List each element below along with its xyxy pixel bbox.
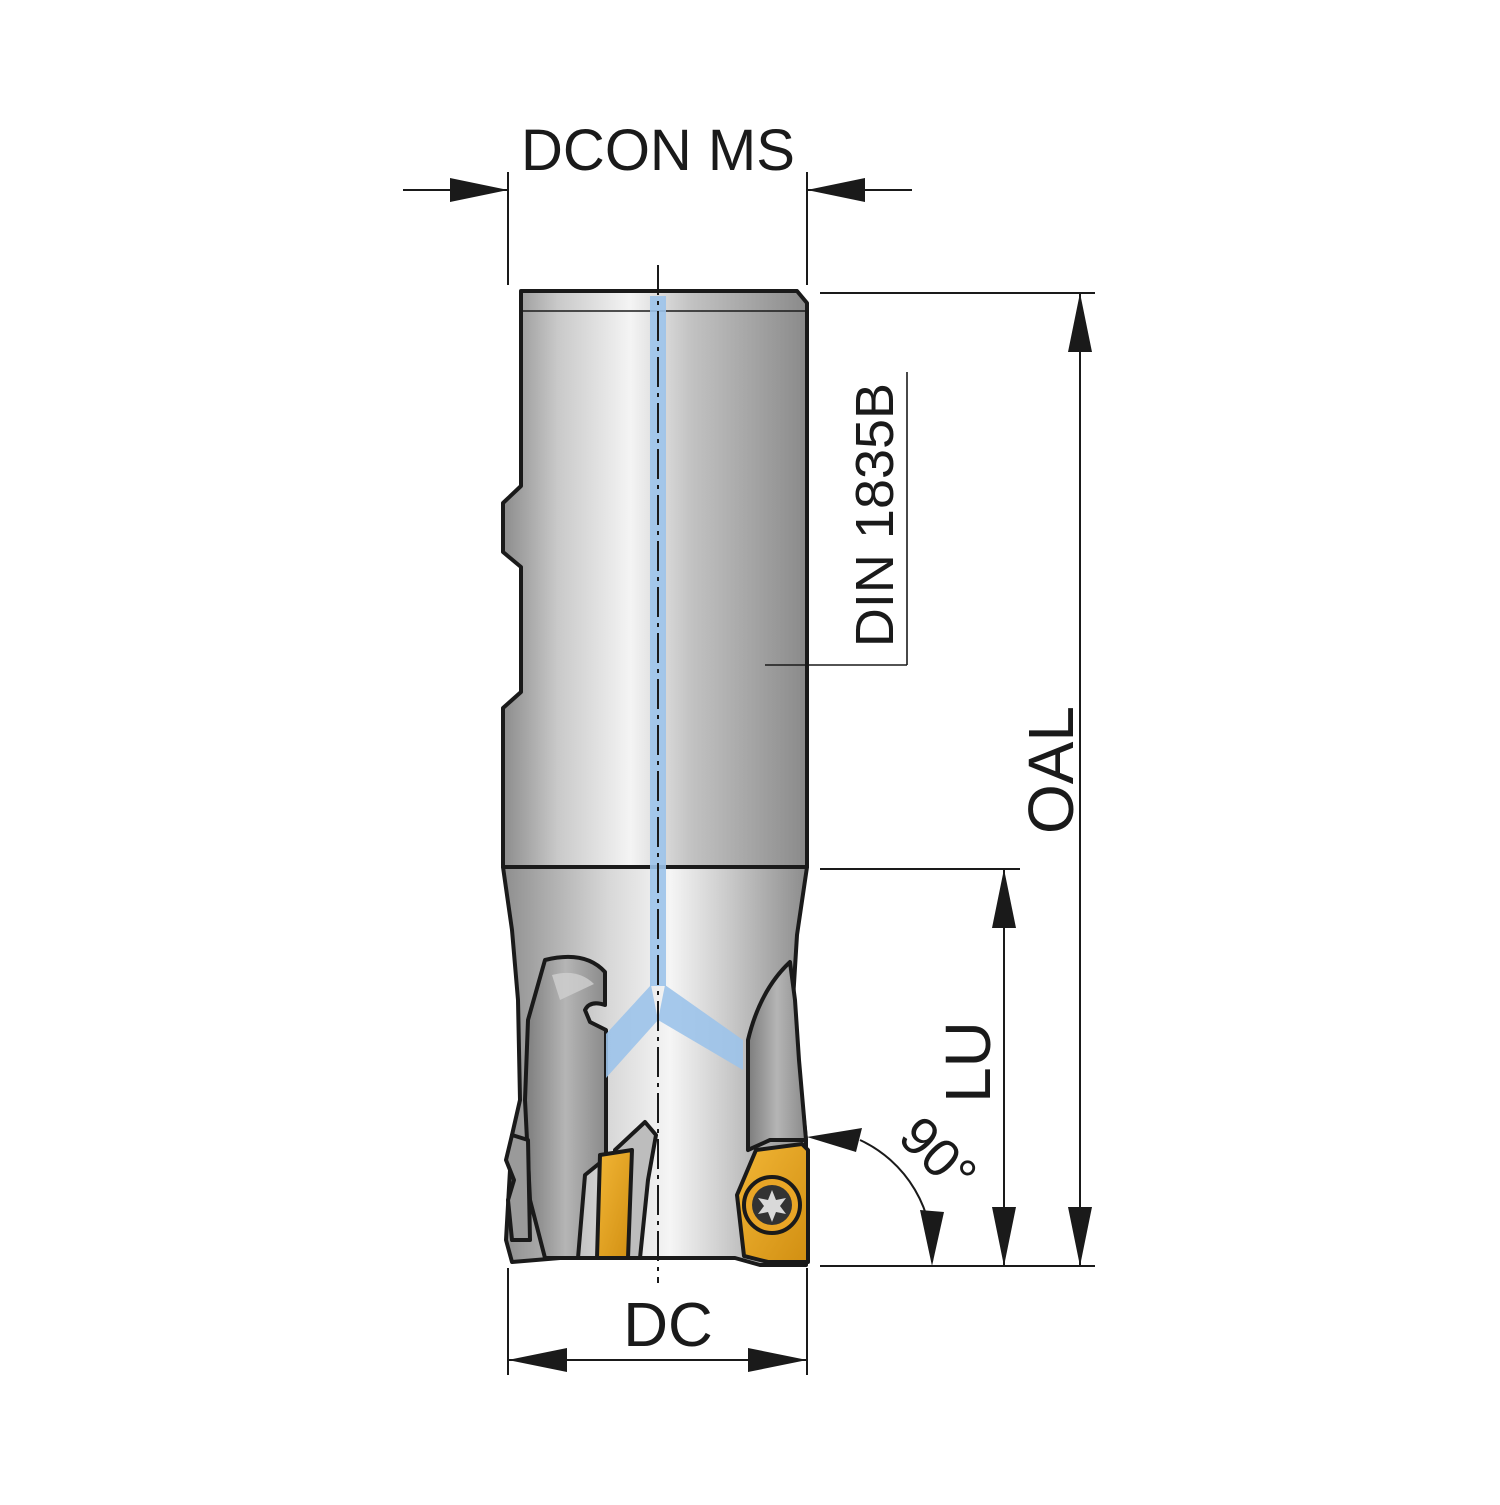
dcon-ms-label: DCON MS <box>521 118 795 183</box>
right-flute <box>746 960 808 1152</box>
dimension-oal: OAL <box>820 292 1095 1267</box>
lu-label: LU <box>932 1021 1004 1103</box>
left-edge-detail <box>504 1133 532 1242</box>
dc-label: DC <box>623 1291 713 1360</box>
torx-screw <box>742 1175 802 1235</box>
angle-label: 90° <box>888 1105 988 1205</box>
dimension-dcon-ms: DCON MS <box>403 118 912 285</box>
din-label: DIN 1835B <box>845 383 905 647</box>
dimension-lu: LU <box>820 868 1020 1266</box>
left-insert <box>595 1148 634 1260</box>
dimension-dc: DC <box>507 1268 808 1375</box>
dimension-angle: 90° <box>807 1105 988 1266</box>
left-flute <box>523 954 608 1260</box>
oal-label: OAL <box>1015 706 1087 834</box>
leader-din: DIN 1835B <box>765 372 908 666</box>
milling-cutter <box>501 265 810 1283</box>
left-flute-highlight <box>552 972 594 1000</box>
